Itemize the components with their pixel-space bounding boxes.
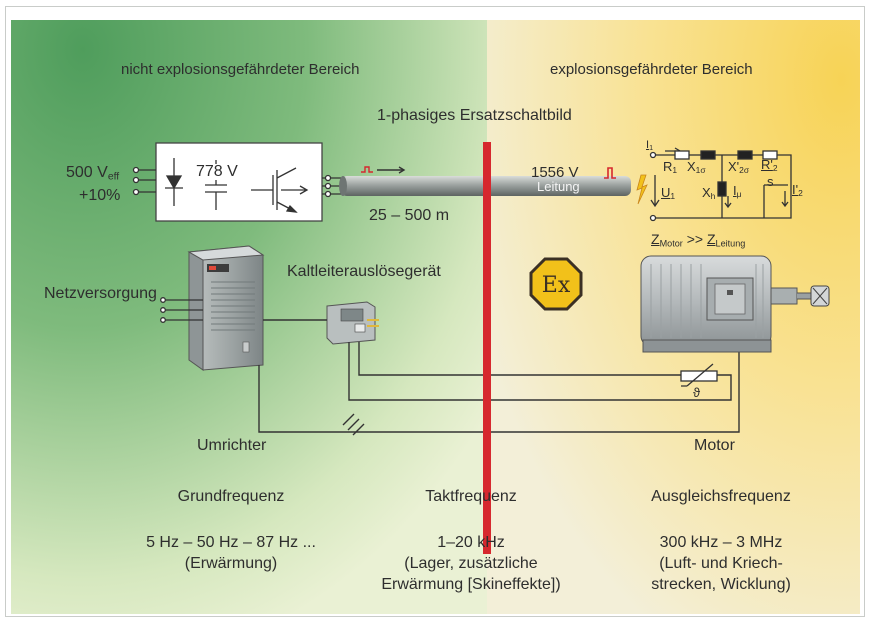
equivalent-circuit (649, 147, 792, 222)
hazard-zone-label: explosionsgefährdeter Bereich (550, 61, 753, 78)
supply-voltage: 500 Veff (66, 164, 120, 183)
dc-link-voltage: 778 V (195, 163, 239, 180)
impedance-relation: ZMotor >> ZLeitung (651, 231, 746, 249)
ec-r1: R1 (663, 159, 678, 176)
wiring (258, 319, 740, 436)
converter-label: Umrichter (197, 437, 267, 454)
ec-i2: I'2 (792, 182, 803, 199)
network-label: Netzversorgung (44, 285, 157, 302)
lightning-icon (636, 174, 648, 205)
freq-line-2-3: Erwärmung [Skineffekte]) (381, 576, 561, 593)
cable-label: Leitung (537, 179, 580, 194)
pulse-mark (604, 167, 616, 179)
converter-cabinet (187, 245, 265, 371)
freq-title-2: Taktfrequenz (425, 488, 517, 505)
freq-line-3-1: 300 kHz – 3 MHz (659, 534, 783, 551)
diagram-subtitle: 1-phasiges Ersatzschaltbild (377, 107, 572, 124)
ptc-relay-device (326, 301, 379, 345)
freq-line-2-1: 1–20 kHz (437, 534, 505, 551)
thermistor (680, 363, 718, 387)
freq-line-1-2: (Erwärmung) (184, 555, 278, 572)
cable-length: 25 – 500 m (369, 207, 450, 224)
motor-label: Motor (694, 437, 735, 454)
freq-title-3: Ausgleichsfrequenz (651, 488, 791, 505)
freq-line-1-1: 5 Hz – 50 Hz – 87 Hz ... (146, 534, 316, 551)
diagram-svg (11, 20, 860, 614)
pulse-arrow (361, 166, 406, 174)
ec-r2: R'2 (761, 157, 778, 174)
ec-u1: U1 (661, 185, 676, 202)
ex-mark-text: Ex (541, 273, 571, 298)
freq-line-3-3: strecken, Wicklung) (651, 576, 791, 593)
cable-peak-voltage: 1556 V (531, 164, 579, 181)
supply-lines (160, 297, 203, 323)
ec-x1: X1σ (687, 159, 706, 176)
ptc-relay-label: Kaltleiterauslösegerät (287, 263, 441, 280)
theta-label: ϑ (693, 385, 701, 400)
supply-tolerance: +10% (79, 187, 121, 204)
ec-i1: I1 (646, 139, 654, 152)
ec-slip: s (767, 174, 774, 189)
diagram-panel: nicht explosionsgefährdeter Bereich expl… (11, 20, 860, 614)
safe-zone-label: nicht explosionsgefährdeter Bereich (121, 61, 360, 78)
freq-line-2-2: (Lager, zusätzliche (404, 555, 538, 572)
ec-x2: X'2σ (728, 159, 750, 176)
freq-title-1: Grundfrequenz (177, 488, 285, 505)
ec-imu: Iμ (733, 183, 742, 200)
converter-schematic (132, 142, 341, 222)
motor (640, 255, 830, 353)
ec-xh: Xh (702, 185, 716, 202)
freq-line-3-2: (Luft- und Kriech- (659, 555, 783, 572)
ex-symbol-icon (529, 257, 583, 311)
barrier-line (483, 142, 491, 554)
